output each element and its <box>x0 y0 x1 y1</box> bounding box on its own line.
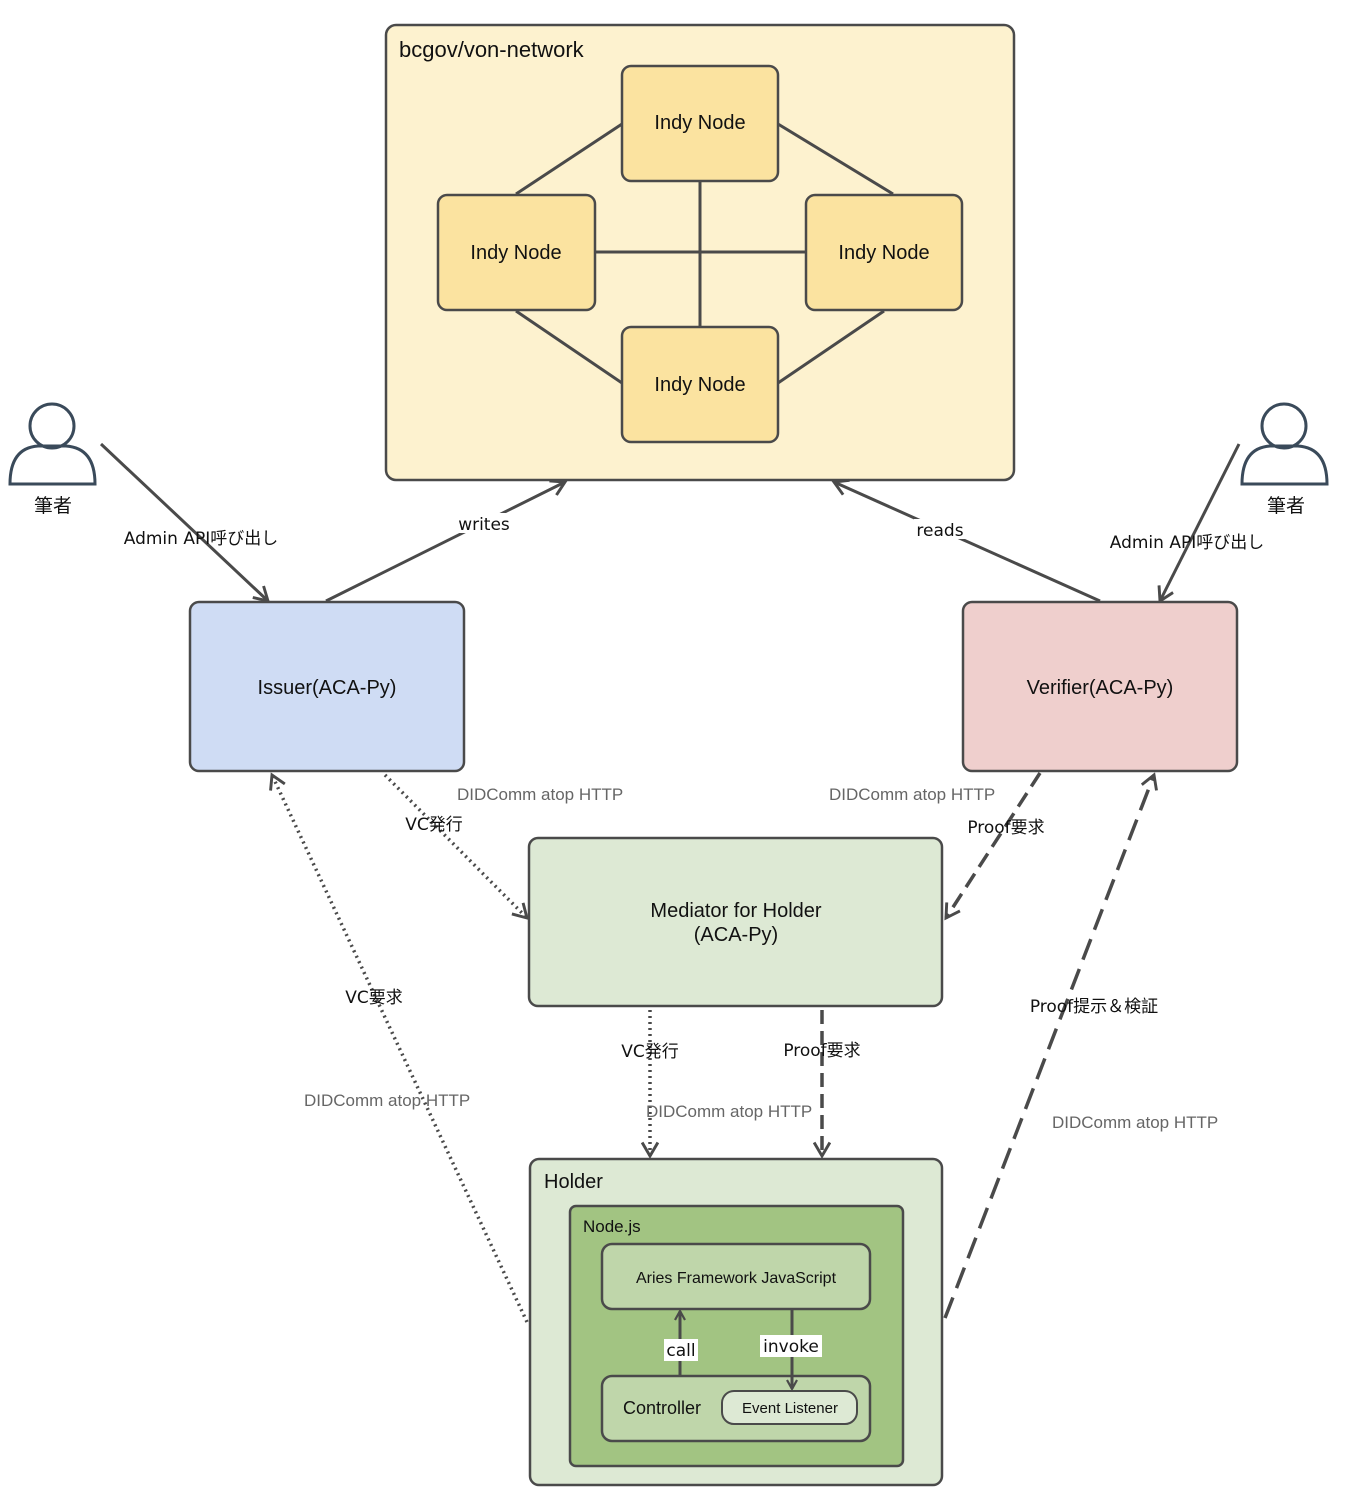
label-bg-reads <box>914 519 966 539</box>
label-bg-call <box>664 1339 698 1361</box>
label-vc-request: VC要求 <box>345 988 403 1008</box>
von-network-title: bcgov/von-network <box>399 37 585 62</box>
node-connections <box>515 122 894 385</box>
indy-node-bottom <box>620 325 780 444</box>
edge-admin-api-right <box>1160 443 1241 601</box>
label-proof-request-lower: Proof要求 <box>783 1041 860 1061</box>
indy-node-bottom-label: Indy Node <box>654 374 745 396</box>
label-proof-present: Proof提示＆検証 <box>1030 997 1158 1017</box>
label-reads: reads <box>916 521 963 541</box>
edge-proof-request-upper <box>946 772 1042 918</box>
protocol-holder-issuer: DIDComm atop HTTP <box>304 1091 470 1110</box>
edge-vc-request <box>272 775 529 1323</box>
edge-admin-api-left <box>99 442 268 601</box>
label-bg-writes <box>455 513 513 533</box>
label-admin-api-right: Admin API呼び出し <box>1110 533 1264 553</box>
protocol-mediator-holder: DIDComm atop HTTP <box>646 1102 812 1121</box>
edge-reads <box>834 482 1101 603</box>
controller-label: Controller <box>623 1398 701 1418</box>
verifier-box <box>961 600 1239 773</box>
issuer-box <box>188 600 466 773</box>
user-icon-right <box>1240 402 1329 486</box>
indy-node-right-label: Indy Node <box>838 242 929 264</box>
indy-node-right <box>804 193 964 312</box>
label-bg-invoke <box>760 1335 822 1357</box>
edge-writes <box>325 482 565 603</box>
user-icon-left <box>8 402 97 486</box>
user-label-left: 筆者 <box>34 495 72 517</box>
label-vc-issue-upper: VC発行 <box>405 815 463 835</box>
label-call: call <box>666 1341 695 1361</box>
label-invoke: invoke <box>763 1337 819 1357</box>
label-admin-api-left: Admin API呼び出し <box>124 529 278 549</box>
link-right-bottom <box>777 309 885 385</box>
nodejs-label: Node.js <box>583 1217 641 1236</box>
mediator-label-line2: (ACA-Py) <box>694 924 778 946</box>
event-listener-label: Event Listener <box>742 1400 838 1417</box>
indy-node-left <box>436 193 597 312</box>
holder-label: Holder <box>544 1171 603 1193</box>
label-proof-request-upper: Proof要求 <box>967 818 1044 838</box>
issuer-label: Issuer(ACA-Py) <box>258 677 397 699</box>
verifier-label: Verifier(ACA-Py) <box>1027 677 1174 699</box>
label-vc-issue-lower: VC発行 <box>621 1042 679 1062</box>
link-top-left <box>515 122 623 196</box>
afj-box <box>600 1242 872 1311</box>
mediator-box <box>527 836 944 1008</box>
label-writes: writes <box>458 515 510 535</box>
user-label-right: 筆者 <box>1267 495 1305 517</box>
indy-node-left-label: Indy Node <box>470 242 561 264</box>
protocol-verifier-mediator: DIDComm atop HTTP <box>829 785 995 804</box>
event-listener-box <box>721 1390 858 1425</box>
protocol-holder-verifier: DIDComm atop HTTP <box>1052 1113 1218 1132</box>
afj-label: Aries Framework JavaScript <box>636 1270 837 1287</box>
indy-node-top <box>620 64 780 183</box>
protocol-issuer-mediator: DIDComm atop HTTP <box>457 785 623 804</box>
mediator-label-line1: Mediator for Holder <box>650 900 822 922</box>
link-left-bottom <box>515 309 623 385</box>
link-top-right <box>777 122 894 196</box>
edge-proof-present <box>943 775 1154 1319</box>
indy-node-top-label: Indy Node <box>654 112 745 134</box>
